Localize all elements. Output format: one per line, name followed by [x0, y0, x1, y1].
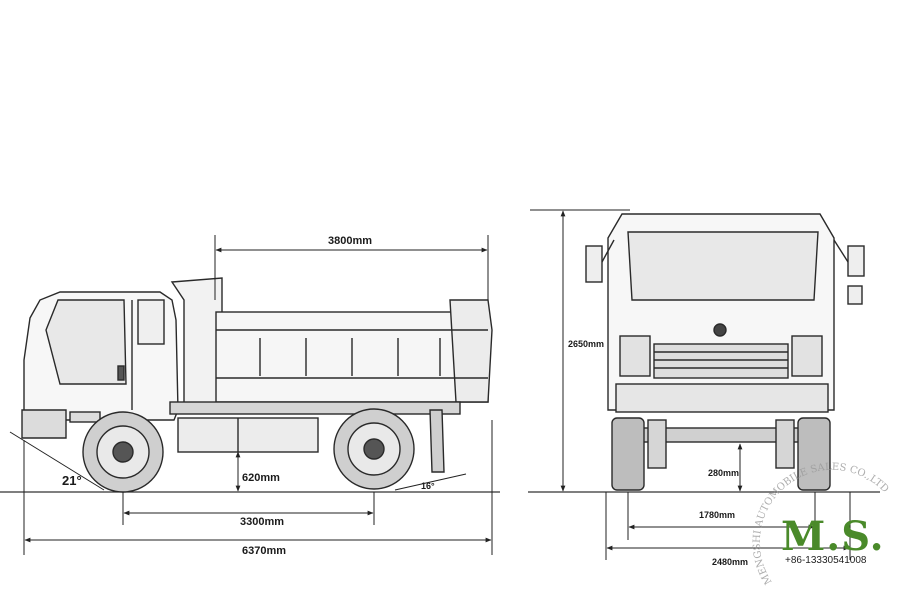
left-headlight — [619, 335, 651, 377]
cab-step — [69, 411, 101, 423]
cargo-tailgate — [449, 299, 493, 403]
right-headlight — [791, 335, 823, 377]
company-logo: M.S. — [781, 513, 885, 560]
approach-angle-label: 21° — [62, 473, 82, 488]
ground-clearance-label: 620mm — [242, 472, 280, 484]
company-seal-watermark: MENGSHI AUTOMOBILE SALES CO.,LTD — [752, 462, 891, 586]
cab-bumper — [21, 409, 67, 439]
departure-angle-label: 16° — [421, 481, 435, 491]
side-view-truck — [21, 277, 493, 493]
approach-angle-line — [9, 431, 105, 491]
cab-windshield — [45, 299, 127, 385]
chassis-frame — [169, 401, 461, 415]
left-mirror — [585, 245, 603, 283]
front-view-truck — [585, 213, 865, 491]
axle-clearance-label: 280mm — [708, 468, 740, 478]
overall-length-label: 6370mm — [242, 545, 287, 557]
front-grille — [653, 343, 789, 379]
overall-width-label: 2480mm — [712, 557, 749, 567]
rear-mudflap — [429, 409, 445, 473]
front-bumper — [615, 383, 829, 413]
front-windshield — [627, 231, 819, 301]
front-right-tire — [797, 417, 831, 491]
overall-height-label: 2650mm — [568, 339, 605, 349]
cab-door-handle — [117, 365, 125, 381]
front-left-tire — [611, 417, 645, 491]
wheelbase-label: 3300mm — [240, 516, 285, 528]
right-mirror — [847, 245, 865, 277]
cargo-length-label: 3800mm — [328, 235, 373, 247]
track-width-label: 1780mm — [699, 510, 736, 520]
company-phone: +86-13330541008 — [785, 555, 867, 566]
front-dimension-lines — [530, 209, 851, 560]
cab-door-window — [137, 299, 165, 345]
side-dimension-lines — [9, 235, 493, 555]
departure-angle-line — [394, 473, 467, 491]
front-badge-icon — [713, 323, 727, 337]
fuel-tank — [177, 417, 319, 453]
